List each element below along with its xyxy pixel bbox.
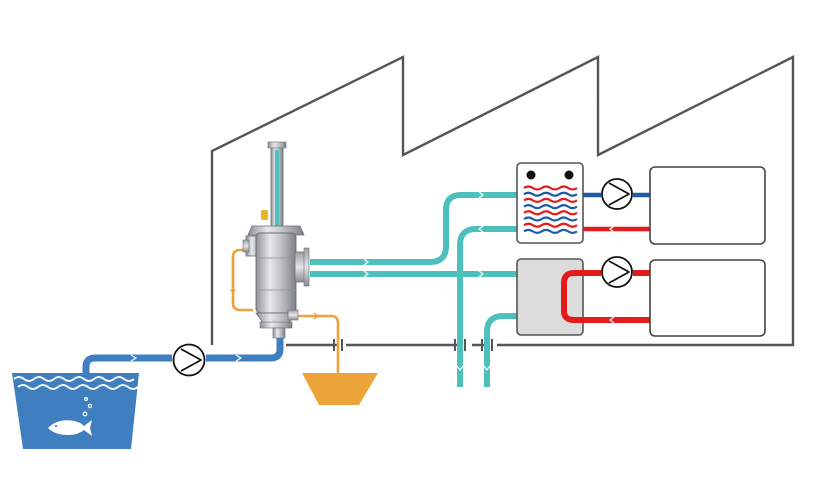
flow-arrow-icon [478,191,484,199]
hot-loop-bottom [561,270,650,323]
hot-plate-wave [523,210,578,216]
plate-heat-exchanger [516,162,584,244]
backflush-line [230,248,378,405]
wave-lines [13,376,135,382]
flow-arrow-icon [230,288,236,296]
pump-icon [608,260,630,284]
wall-flanges [333,339,493,351]
hot-plate-wave [523,185,578,191]
fish-icon [48,420,92,436]
pump-secondary-bottom [601,256,633,288]
flow-arrow-icon [478,225,484,233]
consumer-top [649,166,766,245]
flow-arrow-icon [363,258,369,266]
filtered-water-lines [310,191,546,387]
secondary-circuit-bottom [561,256,766,337]
flow-arrow-icon [609,316,615,324]
hot-plate-wave [523,222,578,228]
return-pipe-from-plate-hx [457,226,517,387]
basin-body [12,373,139,449]
flush-collector [302,373,378,405]
backflush-loop [231,248,253,312]
cold-plate-wave [523,216,578,222]
flow-arrow-icon [478,270,484,278]
filtered-pipe-to-plate-hx [310,192,517,265]
cold-plate-wave [523,228,578,234]
intake-pipe [82,336,284,377]
flow-arrow-icon [313,312,320,320]
intake-pump [172,343,206,377]
flow-arrow-icon [483,365,491,371]
cold-plate-wave [523,191,578,197]
cold-plate-wave [523,204,578,210]
wave-lines [17,384,139,390]
water-basin [12,373,139,449]
pump-secondary-top [601,178,633,210]
consumer-bottom [649,259,766,337]
secondary-circuit-top [583,166,766,245]
wavy-plates [523,185,578,234]
self-cleaning-filter [242,141,310,339]
flow-arrow-icon [235,354,243,362]
flow-arrow-icon [130,354,138,362]
pump-icon [608,182,630,206]
hot-plate-wave [523,197,578,203]
flow-arrow-icon [609,225,615,233]
pump-icon [180,348,202,372]
filtered-pipe-to-shell-hx [310,271,546,387]
flow-arrow-icon [363,270,369,278]
backflush-drain [296,314,340,373]
bubbles [82,397,93,417]
intake-line [82,336,284,377]
factory-outline [210,55,795,347]
flow-arrow-icon [456,365,464,371]
